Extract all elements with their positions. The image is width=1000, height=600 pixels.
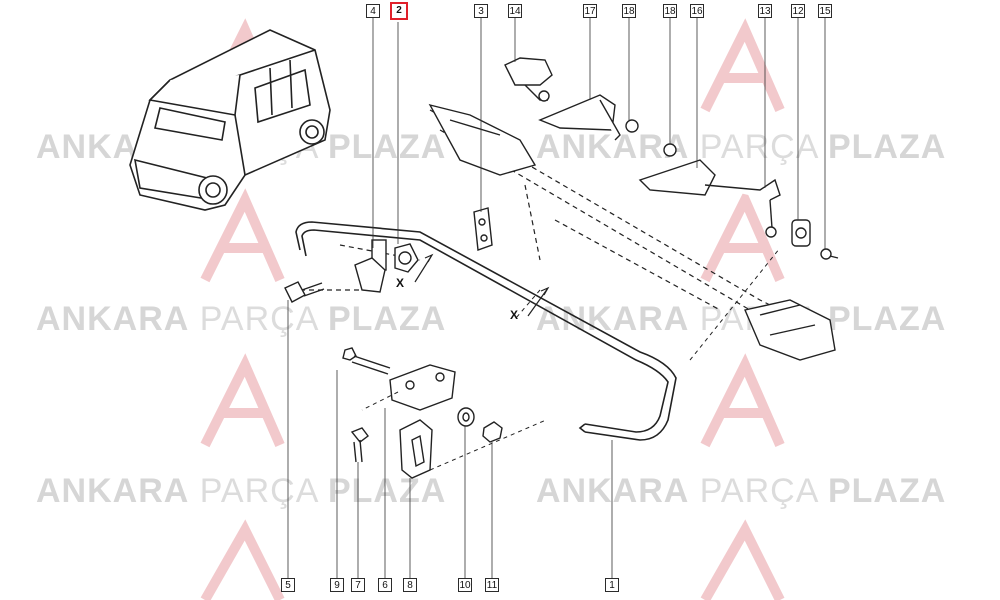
callout-15[interactable]: 15: [818, 4, 832, 18]
callout-5[interactable]: 5: [281, 578, 295, 592]
axis-arrows: [414, 253, 550, 317]
axle-outline: [300, 109, 821, 331]
callout-6[interactable]: 6: [378, 578, 392, 592]
subframe: [428, 103, 836, 361]
assembly-lines: [361, 247, 781, 471]
callout-7[interactable]: 7: [351, 578, 365, 592]
callout-11[interactable]: 11: [485, 578, 499, 592]
watermark-logo: [200, 18, 785, 600]
axis-marker-x: X: [396, 276, 405, 290]
bracket-3: [473, 207, 493, 251]
watermark-row: ANKARA PARÇA PLAZA: [36, 300, 447, 338]
callout-18[interactable]: 18: [663, 4, 677, 18]
callout-4[interactable]: 4: [366, 4, 380, 18]
link-assembly-upper: [504, 57, 639, 141]
watermark-row: ANKARA PARÇA PLAZA: [536, 128, 947, 166]
callout-18[interactable]: 18: [622, 4, 636, 18]
watermark-row: ANKARA PARÇA PLAZA: [36, 472, 447, 510]
bolt-5: [284, 281, 325, 303]
axis-marker-x: X: [510, 308, 519, 322]
van-illustration: [129, 29, 331, 211]
callout-16[interactable]: 16: [690, 4, 704, 18]
callout-1[interactable]: 1: [605, 578, 619, 592]
bushing-clamp-upper: [354, 239, 419, 293]
link-assembly-lower: [638, 143, 839, 260]
callout-3[interactable]: 3: [474, 4, 488, 18]
callout-10[interactable]: 10: [458, 578, 472, 592]
exploded-lower-parts: [342, 347, 503, 479]
stabilizer-bar: [295, 221, 677, 441]
callout-9[interactable]: 9: [330, 578, 344, 592]
callout-13[interactable]: 13: [758, 4, 772, 18]
callout-8[interactable]: 8: [403, 578, 417, 592]
callout-17[interactable]: 17: [583, 4, 597, 18]
callout-2-selected[interactable]: 2: [390, 2, 408, 20]
callout-12[interactable]: 12: [791, 4, 805, 18]
callout-14[interactable]: 14: [508, 4, 522, 18]
leader-lines: [287, 17, 826, 580]
